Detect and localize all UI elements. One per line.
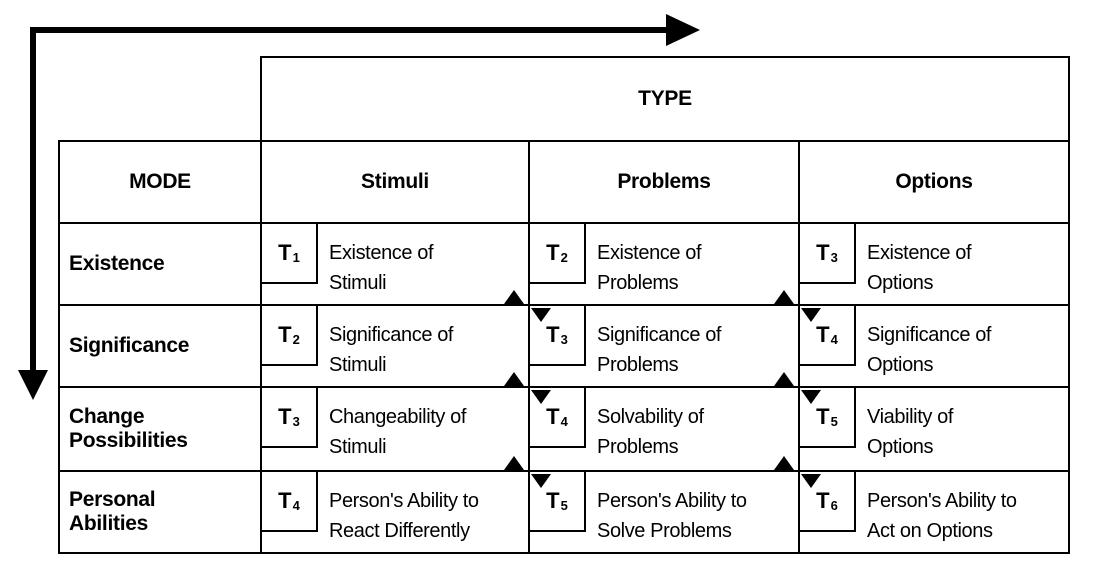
cell-description: Existence of Stimuli [329, 242, 434, 294]
task-code-letter: T [816, 404, 830, 429]
column-header-problems: Problems [528, 140, 800, 224]
cell-description: Changeability of Stimuli [329, 406, 467, 458]
cell-description: Significance of Options [867, 324, 992, 376]
task-code-number: 3 [560, 331, 568, 347]
row-label-4: Personal Abilities [58, 470, 262, 554]
task-code-letter: T [546, 488, 560, 513]
cell-description: Person's Ability to React Differently [329, 490, 479, 542]
task-code-letter: T [278, 322, 292, 347]
row-label-text: Change Possibilities [69, 405, 188, 452]
task-code-letter: T [278, 240, 292, 265]
task-code-letter: T [816, 322, 830, 347]
right-arrowhead [666, 14, 700, 46]
cell-description: Existence of Problems [597, 242, 702, 294]
row-label-1: Existence [58, 222, 262, 306]
cell-description: Existence of Options [867, 242, 972, 294]
task-code-number: 1 [292, 249, 300, 265]
task-code-number: 2 [560, 249, 568, 265]
task-code-number: 4 [830, 331, 838, 347]
down-arrowhead [18, 370, 48, 400]
row-label-text: Significance [69, 334, 190, 357]
task-code-number: 3 [830, 249, 838, 265]
task-code-letter: T [816, 240, 830, 265]
task-code-number: 2 [292, 331, 300, 347]
mode-header: MODE [58, 140, 262, 224]
task-code-number: 3 [292, 413, 300, 429]
task-code-letter: T [278, 488, 292, 513]
task-code-letter: T [278, 404, 292, 429]
row-label-text: Existence [69, 252, 165, 275]
type-header: TYPE [260, 56, 1070, 142]
cell-description: Viability of Options [867, 406, 953, 458]
row-label-3: Change Possibilities [58, 386, 262, 472]
row-label-text: Personal Abilities [69, 488, 156, 535]
task-code-number: 6 [830, 497, 838, 513]
task-code-number: 5 [830, 413, 838, 429]
task-code-letter: T [546, 322, 560, 347]
cell-description: Significance of Problems [597, 324, 722, 376]
task-code-letter: T [816, 488, 830, 513]
column-header-stimuli: Stimuli [260, 140, 530, 224]
row-label-2: Significance [58, 304, 262, 388]
cell-description: Person's Ability to Solve Problems [597, 490, 747, 542]
cell-description: Significance of Stimuli [329, 324, 454, 376]
task-code-letter: T [546, 404, 560, 429]
task-code-letter: T [546, 240, 560, 265]
cell-description: Solvability of Problems [597, 406, 704, 458]
task-code-number: 5 [560, 497, 568, 513]
task-code-number: 4 [560, 413, 568, 429]
cell-description: Person's Ability to Act on Options [867, 490, 1017, 542]
column-header-options: Options [798, 140, 1070, 224]
task-code-number: 4 [292, 497, 300, 513]
